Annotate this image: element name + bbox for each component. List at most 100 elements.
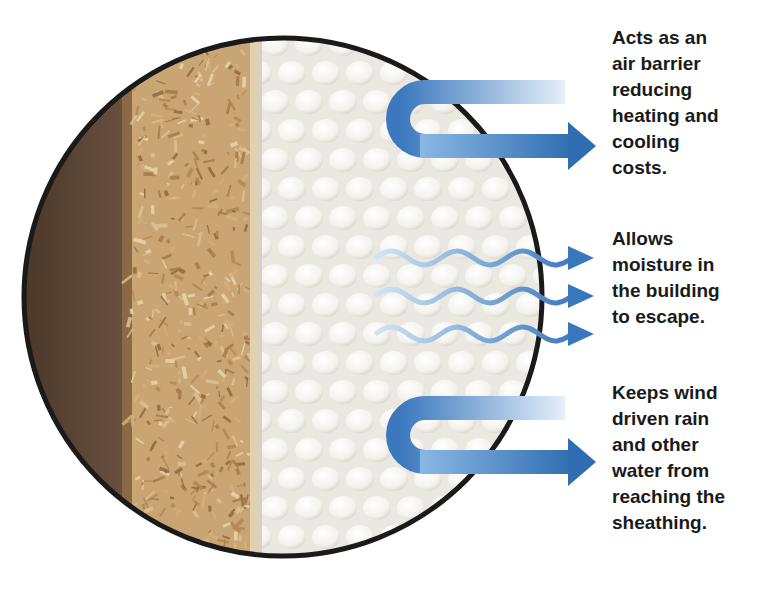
osb-strand — [221, 293, 230, 303]
osb-strand — [232, 459, 239, 467]
arrow-head — [568, 438, 596, 486]
callout-text: Allows moisture in the building to escap… — [612, 226, 734, 330]
osb-strand — [205, 119, 210, 126]
osb-strand — [198, 59, 204, 66]
osb-strand — [190, 95, 200, 105]
osb-strand — [185, 419, 196, 425]
osb-strand — [140, 54, 146, 60]
osb-strand — [188, 396, 196, 405]
osb-strand — [164, 470, 169, 474]
osb-strand — [196, 487, 200, 493]
osb-strand — [146, 457, 151, 462]
osb-strand — [190, 384, 200, 394]
osb-strand — [224, 319, 234, 327]
osb-strand — [223, 415, 232, 423]
osb-strand — [237, 35, 242, 39]
osb-strand — [214, 53, 218, 58]
arrow-head — [568, 122, 596, 170]
osb-strand — [188, 526, 191, 530]
osb-strand — [213, 553, 224, 560]
osb-strand — [140, 39, 145, 52]
osb-strand — [236, 94, 239, 99]
osb-strand — [218, 314, 226, 317]
osb-strand — [186, 67, 195, 78]
osb-strand — [169, 284, 179, 290]
osb-strand — [156, 80, 165, 84]
osb-strand — [162, 408, 166, 413]
osb-strand — [137, 155, 143, 162]
osb-strand — [206, 479, 217, 488]
osb-strand — [241, 343, 246, 355]
osb-strand — [218, 391, 220, 397]
osb-strand — [201, 369, 209, 380]
osb-strand — [158, 235, 165, 243]
osb-strand — [171, 218, 175, 220]
osb-strand — [143, 506, 154, 514]
osb-strand — [211, 511, 217, 522]
osb-strand — [237, 484, 244, 487]
osb-strand — [156, 549, 166, 553]
osb-strand — [182, 367, 188, 379]
osb-strand — [190, 375, 199, 384]
osb-strand — [189, 103, 199, 113]
osb-strand — [185, 226, 193, 229]
osb-strand — [173, 274, 184, 281]
osb-strand — [230, 196, 235, 200]
arrow-head — [568, 246, 594, 270]
osb-strand — [174, 140, 177, 152]
osb-strand — [175, 388, 181, 394]
osb-strand — [169, 246, 174, 258]
osb-strand — [214, 285, 218, 289]
osb-strand — [226, 451, 231, 460]
osb-strand — [240, 494, 244, 506]
osb-strand — [235, 468, 240, 475]
osb-strand — [161, 549, 166, 555]
osb-strand — [151, 205, 155, 214]
osb-strand — [151, 221, 159, 231]
osb-strand — [180, 473, 182, 476]
osb-strand — [202, 414, 212, 421]
osb-strand — [175, 36, 180, 40]
osb-strand — [194, 344, 198, 347]
osb-strand — [236, 282, 243, 290]
osb-strand — [217, 539, 229, 544]
osb-strand — [206, 341, 212, 347]
osb-strand — [207, 240, 215, 247]
osb-strand — [223, 280, 231, 291]
osb-strand — [198, 406, 203, 418]
osb-strand — [157, 530, 161, 535]
osb-strand — [227, 152, 230, 156]
osb-strand — [170, 95, 177, 99]
osb-strand — [225, 215, 237, 221]
osb-strand — [227, 185, 232, 197]
osb-strand — [207, 225, 210, 234]
moisture-arrow — [375, 246, 594, 270]
board-edge — [122, 30, 132, 570]
osb-strand — [232, 356, 241, 362]
osb-strand — [135, 476, 141, 481]
osb-strand — [183, 46, 188, 48]
osb-strand — [197, 115, 201, 122]
osb-strand — [219, 395, 226, 402]
water-barrier-arrow — [398, 408, 596, 486]
osb-strand — [137, 162, 140, 165]
osb-strand — [141, 482, 145, 486]
osb-strand — [227, 310, 234, 316]
wall-section — [20, 30, 558, 580]
osb-strand — [182, 233, 195, 238]
osb-strand — [195, 177, 201, 186]
osb-strand — [177, 120, 186, 125]
osb-strand — [170, 36, 177, 41]
osb-strand — [139, 400, 149, 409]
osb-strand — [184, 322, 192, 327]
osb-strand — [184, 163, 189, 167]
osb-strand — [222, 347, 229, 358]
osb-strand — [135, 106, 139, 116]
osb-strand — [196, 303, 208, 309]
osb-strand — [150, 153, 156, 158]
osb-strand — [141, 98, 147, 101]
osb-strand — [221, 325, 224, 332]
osb-strand — [193, 500, 200, 506]
osb-strand — [137, 215, 143, 224]
osb-strand — [200, 394, 206, 399]
